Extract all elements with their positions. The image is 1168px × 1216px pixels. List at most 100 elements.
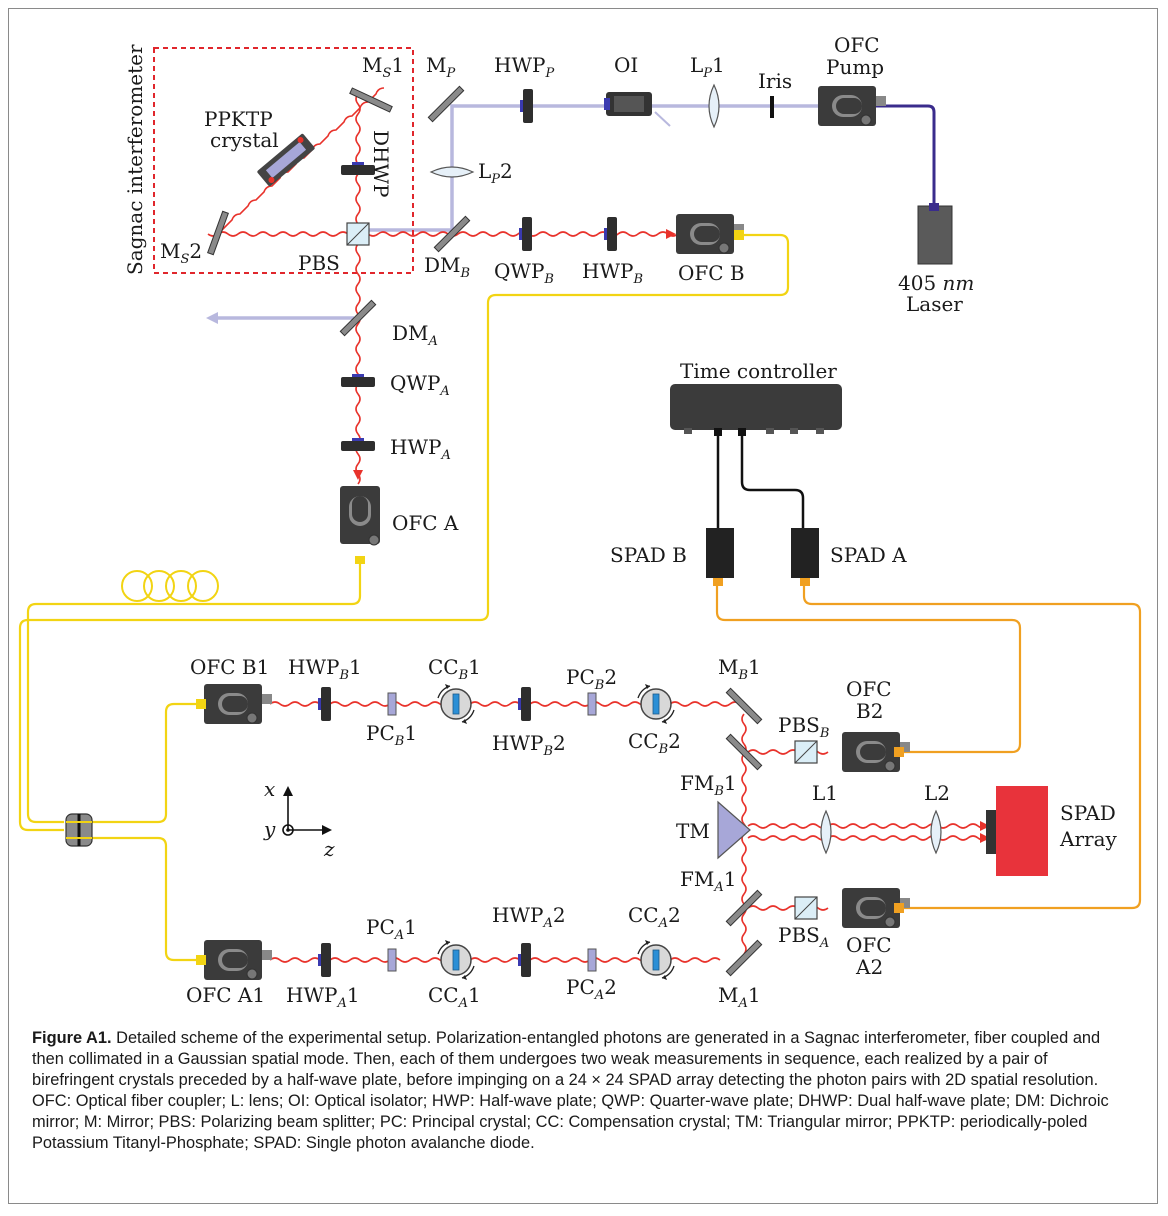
hwp-p: [520, 89, 533, 123]
sagnac-label: Sagnac interferometer: [123, 44, 147, 275]
label-fmb1: FMB1: [680, 771, 737, 799]
label-spad-array-2: Array: [1059, 827, 1117, 851]
ofc-b1-fiber-tip: [196, 699, 206, 709]
label-ms2: MS2: [160, 239, 202, 267]
pump-leak-arrow: [654, 111, 671, 127]
label-spadb: SPAD B: [610, 543, 687, 567]
label-ofca1: OFC A1: [186, 983, 265, 1007]
fiber-spadb-ofcb2: [715, 580, 1022, 754]
axis-y-dot: [286, 828, 290, 832]
sagnac-box: [153, 47, 414, 274]
label-ofcb: OFC B: [678, 261, 745, 285]
spad-array-mount: [986, 810, 996, 854]
label-hwpp: HWPP: [494, 53, 554, 81]
fiber-spada-ofca2: [802, 580, 1142, 910]
ofc-b2-fiber-tip: [894, 747, 904, 757]
pc-a2: [587, 948, 597, 972]
label-ofca2-2: A2: [855, 955, 883, 979]
label-qwpa: QWPA: [390, 371, 450, 399]
signal-arrow-array2: [980, 833, 990, 843]
time-controller: [670, 384, 842, 430]
signal-arrow-array1: [980, 821, 990, 831]
qwp-a: [341, 374, 375, 387]
pc-b1: [387, 692, 397, 716]
mirror-fma1: [725, 889, 763, 927]
label-time-controller: Time controller: [680, 359, 837, 383]
fiber-to-ofcb1: [92, 702, 198, 824]
label-ofcb1: OFC B1: [190, 655, 269, 679]
pbs-b: [794, 740, 818, 764]
mirror-mp: [427, 85, 465, 123]
label-spada: SPAD A: [830, 543, 907, 567]
label-axis-y: y: [263, 817, 276, 841]
signal-arrow-b: [666, 229, 676, 239]
label-laser-2: Laser: [906, 292, 963, 316]
lens-lp2: [430, 166, 474, 178]
label-laser-1: 405 nm: [898, 271, 974, 295]
signal-arrow-a: [353, 470, 363, 480]
spad-b-port: [713, 578, 723, 586]
label-lp1: LP1: [690, 53, 725, 81]
label-hwpb1: HWPB1: [288, 655, 362, 683]
ofc-a: [340, 486, 380, 544]
mirror-mb1: [725, 687, 763, 725]
lens-l1: [820, 810, 832, 854]
mirror-ma1: [725, 939, 763, 977]
fiber-splitter: [65, 813, 93, 847]
label-l1: L1: [812, 781, 838, 805]
triangular-mirror: [717, 800, 751, 860]
label-iris: Iris: [758, 69, 792, 93]
label-crystal: crystal: [210, 128, 279, 152]
label-pcb1: PCB1: [366, 721, 417, 749]
label-pcb2: PCB2: [566, 665, 617, 693]
laser-fiber-tip: [929, 203, 939, 211]
ofc-b-fiber-tip: [734, 230, 744, 240]
figure-frame: [8, 8, 1158, 1204]
label-mb1: MB1: [718, 655, 761, 683]
ofc-a-knob: [368, 534, 380, 546]
label-pca2: PCA2: [566, 975, 617, 1003]
label-dhwp: DHWP: [369, 130, 393, 198]
spad-a: [791, 528, 819, 578]
label-axis-x: x: [264, 777, 275, 801]
ofc-b1: [203, 683, 273, 725]
label-dma: DMA: [392, 321, 438, 349]
label-ppktp: PPKTP: [204, 107, 273, 131]
label-pca1: PCA1: [366, 915, 417, 943]
hwp-a2: [518, 943, 531, 977]
label-pbs: PBS: [298, 251, 340, 275]
label-mp: MP: [426, 53, 455, 81]
lens-lp1: [708, 84, 720, 128]
qwp-b: [519, 217, 532, 251]
fiber-coil: [121, 570, 219, 602]
label-hwpb2: HWPB2: [492, 731, 566, 759]
label-ofc-pump-2: Pump: [826, 55, 884, 79]
pbs-a: [794, 896, 818, 920]
fiber-ofca: [26, 560, 362, 824]
coordinate-axes: [282, 792, 326, 836]
label-ma1: MA1: [718, 983, 761, 1011]
label-lp2: LP2: [478, 159, 513, 187]
spad-array: [996, 786, 1048, 876]
hwp-b: [604, 217, 617, 251]
ofc-b: [675, 213, 745, 255]
hwp-b1: [318, 687, 331, 721]
label-l2: L2: [924, 781, 950, 805]
label-cca2: CCA2: [628, 903, 681, 931]
lens-l2: [930, 810, 942, 854]
label-ofca2-1: OFC: [846, 933, 892, 957]
label-ccb1: CCB1: [428, 655, 481, 683]
caption-label: Figure A1.: [32, 1029, 112, 1047]
pump-residual-arrow: [206, 312, 218, 324]
ofc-a2-fiber-tip: [894, 903, 904, 913]
axis-z-arrow: [322, 825, 332, 835]
optical-isolator: [604, 92, 652, 116]
label-ccb2: CCB2: [628, 729, 681, 757]
caption-text: Detailed scheme of the experimental setu…: [32, 1029, 1109, 1152]
figure-caption: Figure A1. Detailed scheme of the experi…: [32, 1028, 1132, 1154]
laser-fiber: [875, 104, 936, 208]
label-qwpb: QWPB: [494, 259, 554, 287]
label-fma1: FMA1: [680, 867, 736, 895]
label-ms1: MS1: [362, 53, 404, 81]
label-axis-z: z: [323, 837, 335, 861]
